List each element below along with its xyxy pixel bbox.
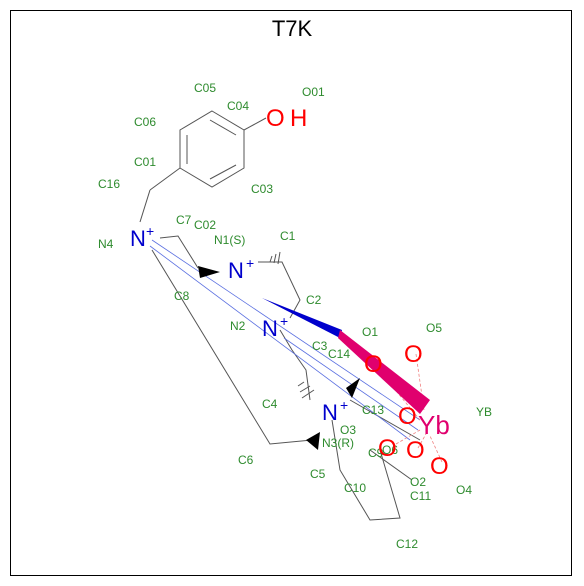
wedge-n1 [198, 266, 220, 278]
atom-label-c7: C7 [176, 213, 192, 227]
atom-label-o1: O1 [362, 325, 378, 339]
hash-bond-c4 [297, 381, 315, 399]
charge-n4: + [146, 223, 154, 239]
atom-label-o5: O5 [426, 321, 442, 335]
element-symbols: O H N + N + N + N + O O O O O O Yb [130, 105, 450, 480]
oxygen-o-near-yb: O [398, 403, 417, 430]
nitrogen-n1: N [228, 258, 244, 283]
atom-label-o6: O6 [382, 443, 398, 457]
coord-n4-yb [151, 239, 421, 421]
atom-label-c16: C16 [98, 177, 120, 191]
atom-label-n2: N2 [230, 319, 246, 333]
atom-label-c10: C10 [344, 481, 366, 495]
atom-label-c13: C13 [362, 403, 384, 417]
atom-label-c6: C6 [238, 453, 254, 467]
coord-n4-yb-2 [149, 245, 411, 441]
molecule-title: T7K [271, 16, 313, 41]
atom-label-c5: C5 [310, 467, 326, 481]
coord-n2-yb [283, 337, 419, 431]
oxygen-o1: O [364, 351, 383, 378]
hydroxyl-oxygen: O [266, 105, 285, 132]
oxygen-o4: O [430, 453, 449, 480]
atom-label-c12: C12 [396, 537, 418, 551]
atom-label-c03: C03 [251, 182, 273, 196]
nitrogen-n3: N [322, 400, 338, 425]
atom-label-c9: C9 [368, 446, 384, 460]
atom-label-yb: YB [476, 405, 492, 419]
atom-label-c11: C11 [410, 489, 431, 503]
atom-label-n1s: N1(S) [214, 233, 245, 247]
bond-lines [139, 110, 421, 521]
atom-label-c05: C05 [194, 81, 216, 95]
ytterbium-atom: Yb [418, 410, 450, 440]
bond-c16-n4 [139, 189, 151, 223]
wedge-n3-a [346, 378, 360, 398]
atom-label-c01: C01 [134, 155, 156, 169]
wedge-n2-yb [262, 298, 342, 338]
bond-n4-c6-n3 [151, 249, 313, 445]
atom-label-c06: C06 [134, 115, 156, 129]
charge-n2: + [280, 313, 288, 329]
atom-label-o01: O01 [302, 85, 325, 99]
carbon-labels: C05 C04 O01 C06 C01 C03 C16 C7 C02 N4 N1… [98, 81, 492, 551]
diagram-frame [10, 10, 572, 576]
aromatic-bond [209, 119, 237, 136]
bond-c9-c11 [369, 449, 413, 481]
bond-c13-o [349, 399, 421, 441]
bond-n3-c5-c10-c12 [331, 419, 401, 521]
oxygen-o5: O [404, 341, 423, 368]
coordination-lines [149, 239, 421, 441]
atom-label-o4: O4 [456, 483, 472, 497]
atom-label-n3r: N3(R) [322, 436, 354, 450]
aromatic-bond [209, 164, 237, 180]
charge-n1: + [246, 255, 254, 271]
atom-label-c2: C2 [306, 293, 322, 307]
atom-label-c04: C04 [227, 99, 249, 113]
bond-n1-c1-c2 [258, 261, 301, 319]
hydroxyl-hydrogen: H [290, 105, 307, 132]
benzene-ring [179, 110, 245, 188]
nitrogen-n2: N [262, 316, 278, 341]
atom-label-n4: N4 [98, 237, 114, 251]
atom-label-o3: O3 [340, 423, 356, 437]
atom-label-c4: C4 [262, 397, 278, 411]
nitrogen-n4: N [130, 226, 146, 251]
wedge-yb-bond [338, 330, 430, 414]
coord-o2-yb [417, 433, 427, 449]
bond-c04-o [243, 117, 267, 131]
oxygen-o2: O [406, 437, 425, 464]
atom-label-c8: C8 [174, 289, 190, 303]
atom-label-c3: C3 [312, 339, 328, 353]
atom-label-c14: C14 [328, 347, 350, 361]
hash-bond-c1 [269, 251, 281, 265]
bond-n2-c3-c4 [279, 329, 311, 401]
oxygen-o3: O [378, 435, 397, 462]
atom-label-c02: C02 [194, 218, 216, 232]
atom-label-o2: O2 [410, 475, 426, 489]
bond-n4-c7-c8 [159, 235, 199, 269]
atom-label-c1: C1 [280, 229, 296, 243]
bond-c01-c16 [149, 167, 181, 191]
wedge-n3-b [306, 432, 320, 450]
charge-n3: + [340, 397, 348, 413]
